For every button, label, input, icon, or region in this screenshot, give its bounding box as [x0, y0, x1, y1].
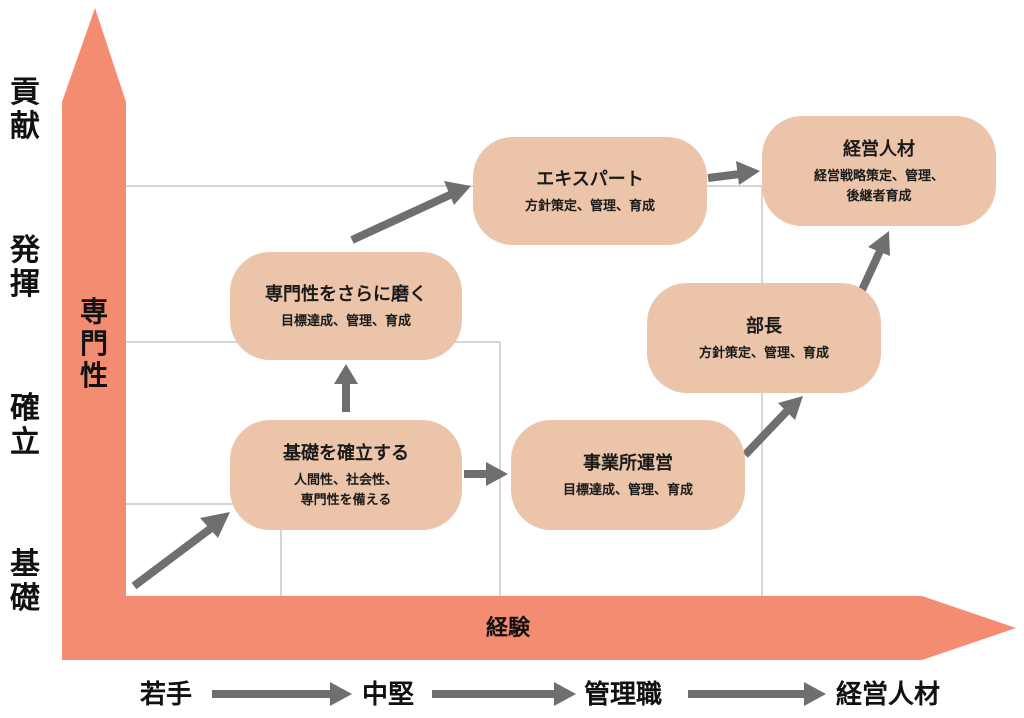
- node-director: 部長 方針策定、管理、育成: [647, 283, 881, 393]
- y-level-text: 確立: [5, 392, 45, 460]
- y-level-establishment: 確立: [5, 392, 45, 460]
- node-executive: 経営人材 経営戦略策定、管理、 後継者育成: [762, 116, 996, 226]
- y-level-char: 基: [10, 547, 40, 582]
- arrow-head: [804, 682, 826, 706]
- node-subtitle: 目標達成、管理、育成: [280, 314, 411, 329]
- y-level-demonstration: 発揮: [5, 234, 45, 302]
- y-level-contribution: 貢献: [5, 76, 45, 144]
- y-level-char: 献: [10, 109, 40, 144]
- arrows: [131, 161, 890, 706]
- arrow-specialize-to-expert: [350, 190, 454, 244]
- y-level-basics: 基礎: [5, 548, 45, 616]
- arrow-head: [486, 462, 508, 486]
- node-expert: エキスパート 方針策定、管理、育成: [473, 137, 707, 245]
- y-level-text: 発揮: [5, 234, 45, 302]
- y-level-char: 貢: [10, 75, 40, 110]
- stage-manager: 管理職: [584, 680, 663, 710]
- node-foundation: 基礎を確立する 人間性、社会性、 専門性を備える: [230, 420, 462, 530]
- arrow-head: [868, 231, 890, 256]
- arrow-head: [330, 682, 352, 706]
- node-title: 基礎を確立する: [283, 443, 409, 464]
- y-axis-title-char-2: 門: [79, 327, 108, 360]
- arrow-head: [736, 161, 760, 185]
- arrow-head: [554, 682, 576, 706]
- y-level-char: 立: [10, 425, 40, 460]
- y-level-char: 発: [10, 233, 40, 268]
- arrow-head: [334, 364, 358, 384]
- x-axis-title: 経験: [486, 616, 531, 641]
- stage-mid: 中堅: [362, 680, 415, 710]
- node-title: 部長: [746, 316, 782, 337]
- arrow-director-to-executive: [858, 249, 884, 292]
- y-axis-title: 専 門 性: [70, 296, 118, 392]
- arrow-expert-to-executive: [707, 170, 741, 182]
- node-subtitle: 方針策定、管理、育成: [524, 199, 655, 214]
- y-level-char: 揮: [10, 267, 40, 302]
- arrow-head: [444, 181, 471, 205]
- arrow-business-to-director: [742, 407, 791, 458]
- stage-executive: 経営人材: [836, 680, 941, 710]
- y-level-char: 礎: [10, 581, 40, 616]
- y-axis-title-char-3: 性: [79, 359, 108, 392]
- node-subtitle: 目標達成、管理、育成: [562, 483, 693, 498]
- y-axis-title-char-1: 専: [79, 295, 108, 328]
- arrow-start-to-foundation: [131, 522, 217, 590]
- node-title: 事業所運営: [583, 453, 673, 474]
- y-level-char: 確: [10, 391, 40, 426]
- grid-lines: [124, 185, 763, 596]
- node-subtitle: 経営戦略策定、管理、 後継者育成: [813, 169, 944, 204]
- node-title: 専門性をさらに磨く: [265, 284, 427, 305]
- node-business: 事業所運営 目標達成、管理、育成: [511, 420, 745, 530]
- y-level-text: 貢献: [5, 76, 45, 144]
- node-title: エキスパート: [536, 169, 644, 190]
- y-level-text: 基礎: [5, 548, 45, 616]
- stage-junior: 若手: [140, 680, 193, 710]
- node-specialize: 専門性をさらに磨く 目標達成、管理、育成: [230, 252, 462, 360]
- arrow-head: [200, 512, 230, 538]
- node-subtitle: 人間性、社会性、 専門性を備える: [293, 473, 398, 508]
- arrow-head: [778, 396, 803, 420]
- node-subtitle: 方針策定、管理、育成: [698, 346, 829, 361]
- node-title: 経営人材: [843, 139, 915, 160]
